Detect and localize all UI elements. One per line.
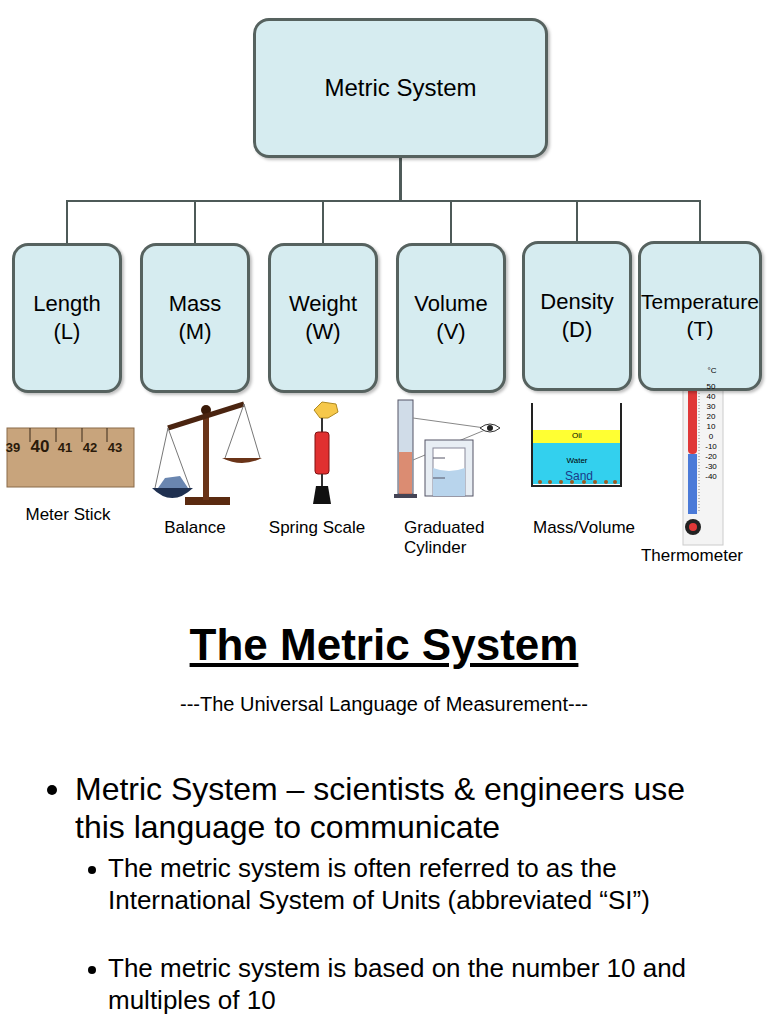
scale-number: -40	[702, 472, 720, 482]
weight	[313, 486, 331, 504]
category-box: Length (L)	[12, 243, 122, 393]
ruler-major	[30, 428, 31, 442]
layer-label: Oil	[557, 431, 597, 441]
subtitle: ---The Universal Language of Measurement…	[34, 692, 734, 716]
root-box: Metric System	[253, 18, 548, 158]
thermometer	[683, 365, 723, 545]
balance-post	[203, 412, 209, 500]
scale-number: 40	[702, 392, 720, 402]
scale-number: 10	[702, 422, 720, 432]
meniscus	[433, 468, 465, 496]
scale-number: -20	[702, 452, 720, 462]
spring-scale	[313, 402, 338, 504]
slide-title: The Metric System	[0, 620, 768, 670]
sand-grain	[604, 480, 608, 484]
bullet-dot	[88, 966, 96, 974]
balance-pan	[222, 458, 262, 463]
graduated-cylinder	[394, 400, 500, 498]
box-text: Density (D)	[540, 288, 613, 344]
balance-string	[155, 428, 190, 488]
ruler-major	[82, 428, 83, 442]
beaker-wall	[532, 403, 621, 486]
category-box: Temperature (T)	[638, 241, 762, 391]
tree-connector	[401, 158, 452, 243]
tool-label: Graduated Cylinder	[404, 518, 514, 559]
scale-hook	[321, 418, 323, 432]
tree-connector	[401, 158, 578, 241]
grad-mark	[433, 458, 445, 459]
thermometer-blue	[688, 454, 697, 514]
scale-hook	[321, 474, 323, 486]
category-box: Volume (V)	[396, 243, 506, 393]
box-text: Metric System	[324, 73, 476, 103]
tree-connector	[401, 158, 701, 241]
category-box: Density (D)	[522, 241, 632, 391]
thermometer-bulb	[685, 519, 701, 535]
sub-bullet-text: The metric system is often referred to a…	[108, 852, 728, 916]
scale-number: 0	[702, 432, 720, 442]
scale-number: 20	[702, 412, 720, 422]
sand-grain	[548, 480, 552, 484]
oil-layer	[533, 430, 620, 443]
sand-grain	[593, 480, 597, 484]
grad-mark	[433, 478, 445, 479]
box-text: Volume (V)	[414, 290, 487, 346]
layer-label: Sand	[559, 469, 599, 483]
category-box: Weight (W)	[268, 243, 378, 393]
box-text: Length (L)	[33, 290, 100, 346]
sand-grain	[613, 480, 617, 484]
bullet-dot	[47, 785, 57, 795]
zoom-view	[425, 440, 473, 496]
cylinder-base	[394, 494, 417, 498]
eye	[480, 424, 500, 432]
eye-pupil	[487, 425, 493, 431]
balance	[152, 404, 262, 505]
layer-label: Water	[557, 456, 597, 466]
tool-label: Balance	[135, 518, 255, 538]
balance-pan	[152, 488, 193, 498]
tool-label: Thermometer	[632, 546, 752, 566]
balance-string	[225, 404, 260, 458]
sand-grain	[559, 480, 563, 484]
cylinder-tube	[398, 400, 413, 494]
tool-label: Mass/Volume	[519, 518, 649, 538]
scale-number: 50	[702, 382, 720, 392]
ruler-number: 40	[28, 437, 52, 457]
bullet-dot	[88, 866, 96, 874]
box-text: Mass (M)	[169, 290, 222, 346]
balance-beam	[168, 404, 244, 428]
ruler-number: 39	[1, 440, 25, 456]
scale-number: 30	[702, 402, 720, 412]
bullet-text: Metric System – scientists & engineers u…	[75, 770, 715, 846]
scale-unit: °C	[702, 366, 722, 376]
zoom-tube	[433, 448, 465, 496]
tool-label: Spring Scale	[252, 518, 382, 538]
hand	[314, 402, 338, 418]
ruler-number: 43	[103, 440, 127, 456]
box-text: Weight (W)	[289, 290, 357, 346]
ruler-number: 42	[78, 440, 102, 456]
tree-connector	[67, 158, 401, 243]
category-box: Mass (M)	[140, 243, 250, 393]
box-text: Temperature (T)	[641, 289, 759, 342]
tree-connector	[195, 158, 401, 243]
thermometer-body	[683, 365, 723, 545]
cylinder-liquid	[399, 452, 412, 494]
scale-body	[315, 432, 329, 474]
ruler-major	[107, 428, 108, 442]
density-beaker	[532, 403, 621, 486]
scale-number: -10	[702, 442, 720, 452]
thermometer-scale	[699, 378, 700, 512]
water-layer	[533, 443, 620, 484]
thermometer-bulb-core	[689, 523, 697, 531]
gem	[158, 476, 188, 488]
tool-label: Meter Stick	[3, 505, 133, 525]
scale-number: -30	[702, 462, 720, 472]
sight-line	[413, 418, 485, 428]
sub-bullet-text: The metric system is based on the number…	[108, 952, 728, 1016]
sand-grain	[538, 480, 542, 484]
ruler-major	[56, 428, 57, 442]
tree-connector	[323, 158, 401, 243]
ruler-number: 41	[53, 440, 77, 456]
